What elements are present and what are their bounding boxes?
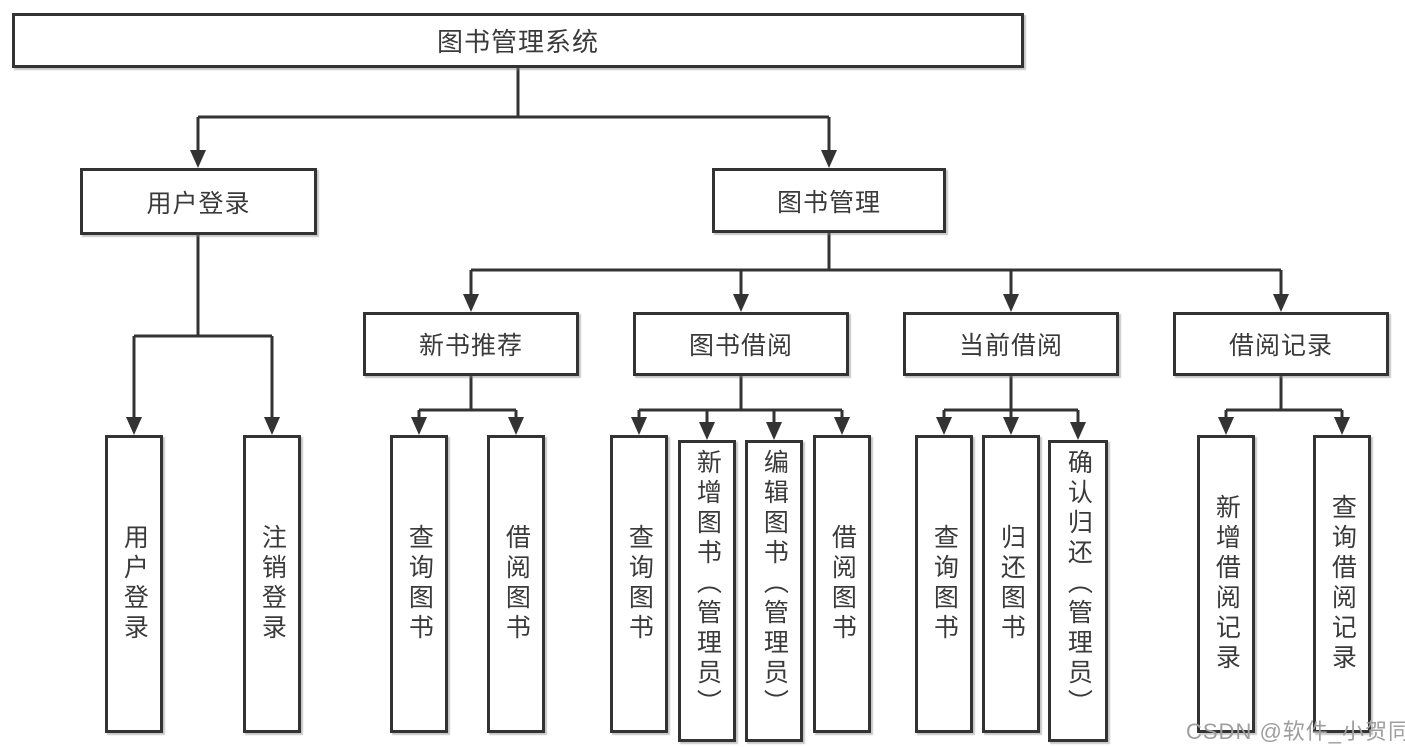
node-current-borrowing-label: 当前借阅 — [958, 332, 1063, 360]
leaf-confirm-return-admin: 确认归还（管理员） — [1048, 440, 1108, 742]
leaf-return-book-label: 归还图书 — [997, 524, 1026, 644]
leaf-edit-book-admin-label: 编辑图书（管理员） — [760, 449, 789, 719]
arrowhead — [411, 417, 427, 435]
leaf-query-books-recommend-label: 查询图书 — [405, 524, 434, 644]
leaf-logout-label: 注销登录 — [258, 524, 287, 644]
leaf-borrow-books-borrowing: 借阅图书 — [813, 435, 871, 733]
arrowhead — [126, 417, 142, 435]
leaf-query-books-borrowing-label: 查询图书 — [625, 524, 654, 644]
leaf-query-borrow-record: 查询借阅记录 — [1313, 435, 1371, 733]
leaf-query-books-current-label: 查询图书 — [930, 524, 959, 644]
node-root-label: 图书管理系统 — [436, 27, 599, 57]
node-current-borrowing: 当前借阅 — [903, 312, 1119, 376]
leaf-borrow-books-borrowing-label: 借阅图书 — [828, 524, 857, 644]
arrowhead — [699, 422, 715, 440]
leaf-add-book-admin-label: 新增图书（管理员） — [693, 449, 722, 719]
arrowhead — [936, 417, 952, 435]
arrowhead — [631, 417, 647, 435]
node-book-borrowing-label: 图书借阅 — [688, 332, 793, 360]
arrowhead — [1070, 422, 1086, 440]
leaf-add-borrow-record: 新增借阅记录 — [1197, 435, 1255, 733]
leaf-query-books-current: 查询图书 — [915, 435, 973, 733]
arrowhead — [1218, 417, 1234, 435]
arrowhead — [1334, 417, 1350, 435]
arrowhead — [463, 294, 479, 312]
node-book-borrowing: 图书借阅 — [633, 312, 849, 376]
arrowhead — [508, 417, 524, 435]
leaf-user-login: 用户登录 — [105, 435, 163, 733]
node-book-management: 图书管理 — [712, 168, 946, 233]
node-new-book-recommend: 新书推荐 — [363, 312, 579, 376]
leaf-logout: 注销登录 — [243, 435, 301, 733]
leaf-user-login-label: 用户登录 — [120, 524, 149, 644]
arrowhead — [190, 150, 206, 168]
node-user-login-label: 用户登录 — [146, 189, 251, 218]
leaf-return-book: 归还图书 — [982, 435, 1040, 733]
arrowhead — [821, 150, 837, 168]
leaf-query-books-recommend: 查询图书 — [390, 435, 448, 733]
arrowhead — [733, 294, 749, 312]
leaf-query-books-borrowing: 查询图书 — [610, 435, 668, 733]
arrowhead — [1273, 294, 1289, 312]
arrowhead — [766, 422, 782, 440]
node-new-book-recommend-label: 新书推荐 — [418, 332, 523, 360]
leaf-borrow-books-recommend-label: 借阅图书 — [502, 524, 531, 644]
leaf-query-borrow-record-label: 查询借阅记录 — [1328, 494, 1357, 674]
leaf-borrow-books-recommend: 借阅图书 — [487, 435, 545, 733]
leaf-confirm-return-admin-label: 确认归还（管理员） — [1064, 449, 1093, 719]
node-book-management-label: 图书管理 — [776, 188, 881, 217]
node-user-login: 用户登录 — [80, 168, 317, 235]
leaf-edit-book-admin: 编辑图书（管理员） — [745, 440, 803, 742]
arrowhead — [264, 417, 280, 435]
leaf-add-book-admin: 新增图书（管理员） — [678, 440, 736, 742]
node-root: 图书管理系统 — [12, 13, 1024, 68]
watermark: CSDN @软件_小贺同学 — [1186, 719, 1405, 744]
leaf-add-borrow-record-label: 新增借阅记录 — [1212, 494, 1241, 674]
node-borrow-records: 借阅记录 — [1173, 312, 1389, 376]
arrowhead — [1003, 417, 1019, 435]
arrowhead — [834, 417, 850, 435]
node-borrow-records-label: 借阅记录 — [1228, 332, 1333, 360]
arrowhead — [1003, 294, 1019, 312]
